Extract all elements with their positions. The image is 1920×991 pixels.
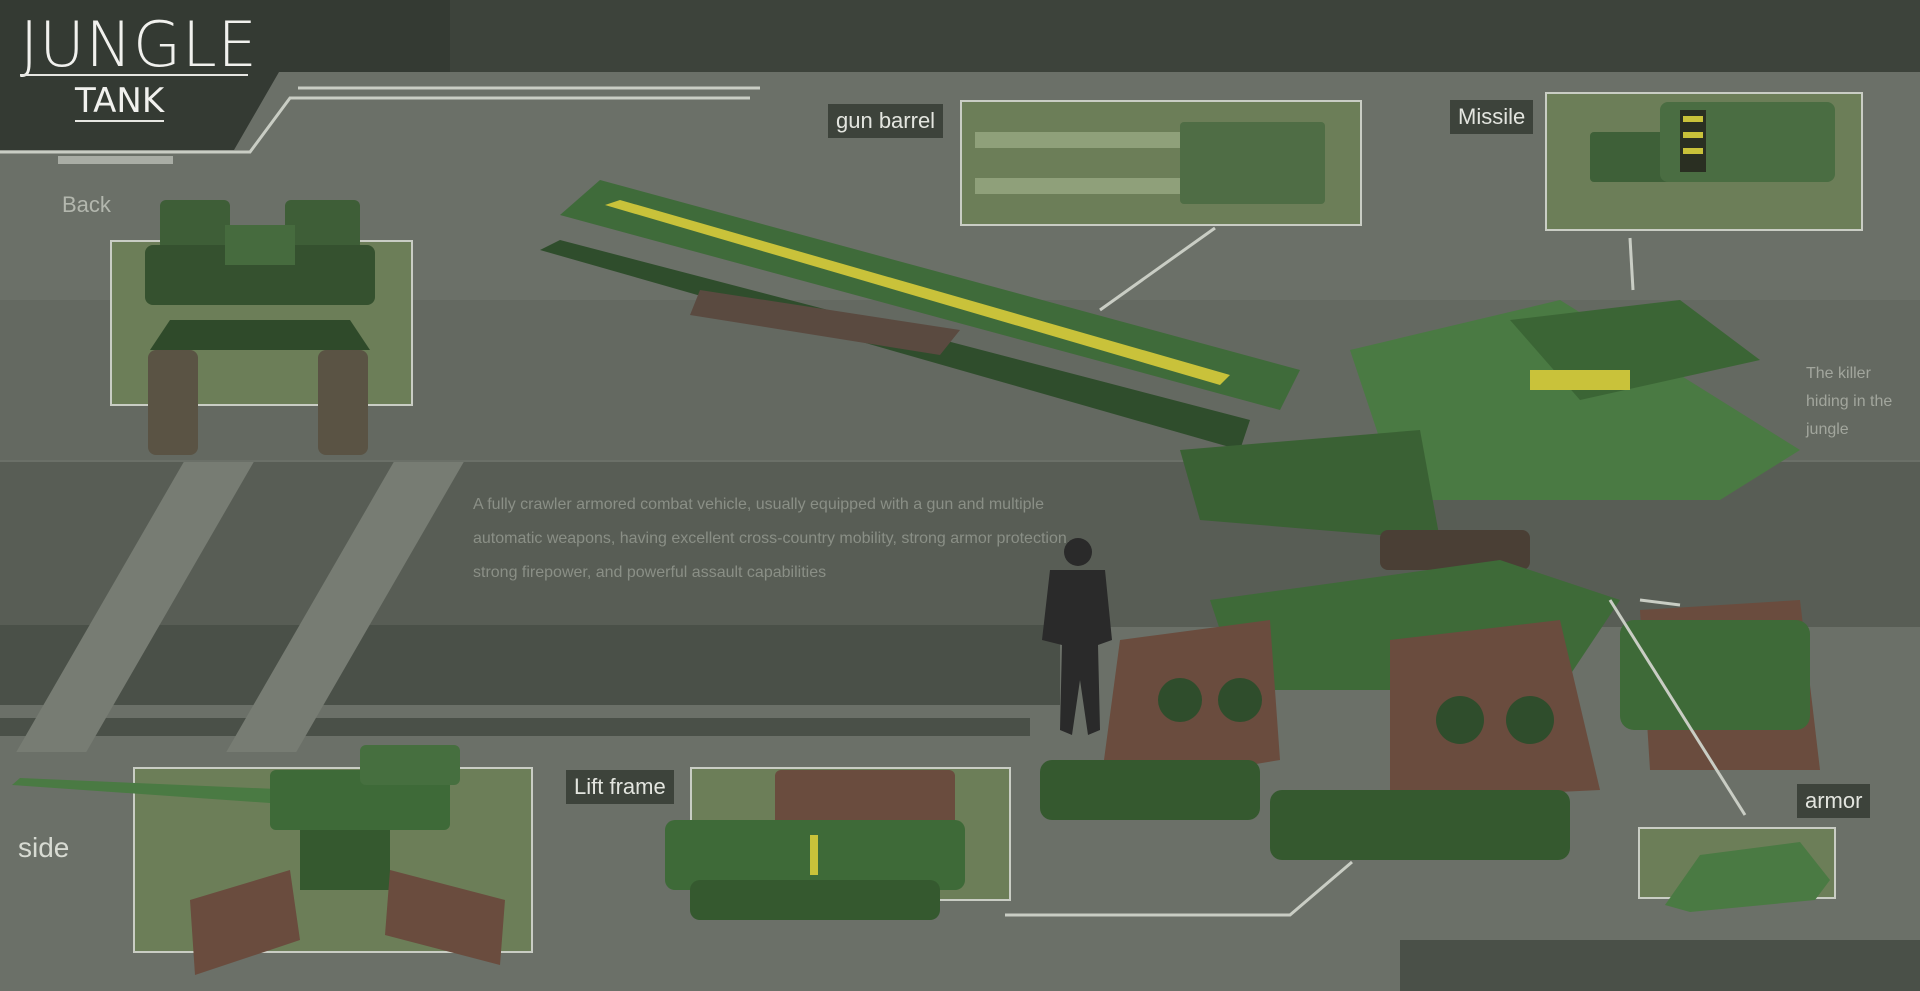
background-band [1400,940,1920,991]
side-view-label: side [18,832,70,863]
page-title: JUNGLE [20,8,258,81]
page-subtitle: TANK [75,81,165,122]
missile-label: Missile [1450,100,1534,134]
back-view-label: Back [62,192,111,217]
description-line: A fully crawler armored combat vehicle, … [473,496,1044,513]
description: A fully crawler armored combat vehicle, … [473,488,1113,590]
description-line: strong firepower, and powerful assault c… [473,564,827,581]
tagline-line: hiding in the [1806,393,1893,410]
gun-barrel-label: gun barrel [828,104,944,138]
title-underline [20,74,248,76]
description-line: automatic weapons, having excellent cros… [473,530,1072,547]
armor-label: armor [1797,784,1871,818]
background-band [0,625,1060,705]
lift-frame-label: Lift frame [566,770,674,804]
tagline-line: jungle [1806,421,1849,438]
tagline: The killer hiding in the jungle [1806,360,1916,444]
tagline-line: The killer [1806,365,1871,382]
